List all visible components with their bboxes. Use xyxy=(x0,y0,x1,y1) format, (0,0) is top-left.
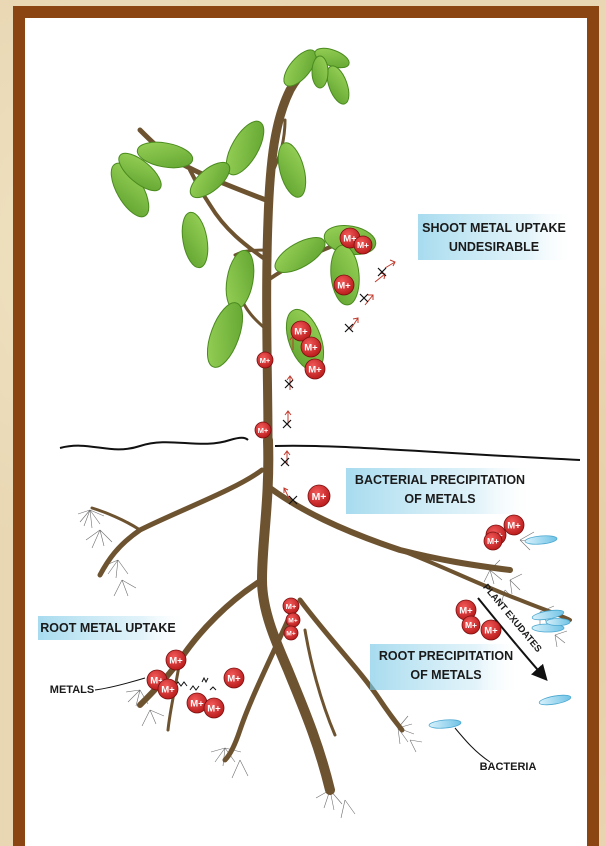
metal-ion-label: M+ xyxy=(487,536,499,546)
leaves xyxy=(104,44,378,375)
root-precip-label-line2: OF METALS xyxy=(410,668,481,682)
metal-ion-label: M+ xyxy=(286,602,297,611)
metal-ion-label: M+ xyxy=(286,630,296,637)
metal-ion-label: M+ xyxy=(288,617,298,624)
metal-ion-label: M+ xyxy=(312,492,327,503)
metal-ion-label: M+ xyxy=(260,356,271,365)
bacteria-leader xyxy=(455,728,490,762)
metal-ion-label: M+ xyxy=(304,343,318,354)
root-uptake-label: ROOT METAL UPTAKE xyxy=(40,621,175,635)
metal-ion-label: M+ xyxy=(484,626,498,637)
metal-ion-label: M+ xyxy=(465,620,477,630)
metals-label: METALS xyxy=(50,684,94,696)
metal-ion-label: M+ xyxy=(190,699,204,710)
metal-ion-label: M+ xyxy=(357,240,369,250)
soil-line xyxy=(60,438,580,460)
metals-leader xyxy=(95,678,145,690)
metal-ion-label: M+ xyxy=(161,685,175,696)
metal-ion-label: M+ xyxy=(294,327,308,338)
metal-ion-label: M+ xyxy=(337,281,351,292)
metal-ion-label: M+ xyxy=(308,365,322,376)
shoot-label-line1: SHOOT METAL UPTAKE xyxy=(422,221,566,235)
metal-ion-label: M+ xyxy=(507,521,521,532)
metal-ion-label: M+ xyxy=(227,674,241,685)
bacterial-label-line1: BACTERIAL PRECIPITATION xyxy=(355,473,525,487)
bacteria-label: BACTERIA xyxy=(480,761,537,773)
metal-ion-label: M+ xyxy=(258,426,269,435)
bacterial-label-line2: OF METALS xyxy=(404,492,475,506)
root-precip-label-line1: ROOT PRECIPITATION xyxy=(379,649,513,663)
metals-squiggles xyxy=(175,678,216,690)
shoot-label-line2: UNDESIRABLE xyxy=(449,240,539,254)
metal-ion-label: M+ xyxy=(459,606,473,617)
metal-ion-label: M+ xyxy=(169,656,183,667)
stem xyxy=(140,60,365,440)
metal-ion-label: M+ xyxy=(207,704,221,715)
